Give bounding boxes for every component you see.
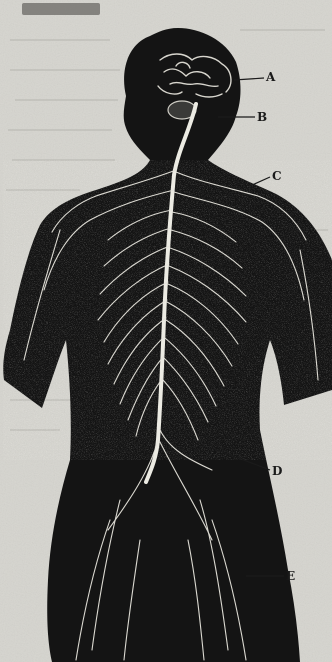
callout-label-b: B bbox=[257, 111, 267, 123]
callout-label-c: C bbox=[272, 170, 282, 182]
callout-label-a: A bbox=[266, 71, 275, 83]
top-smudge bbox=[22, 3, 100, 15]
callout-label-e: E bbox=[286, 570, 295, 582]
callout-label-d: D bbox=[272, 465, 282, 477]
